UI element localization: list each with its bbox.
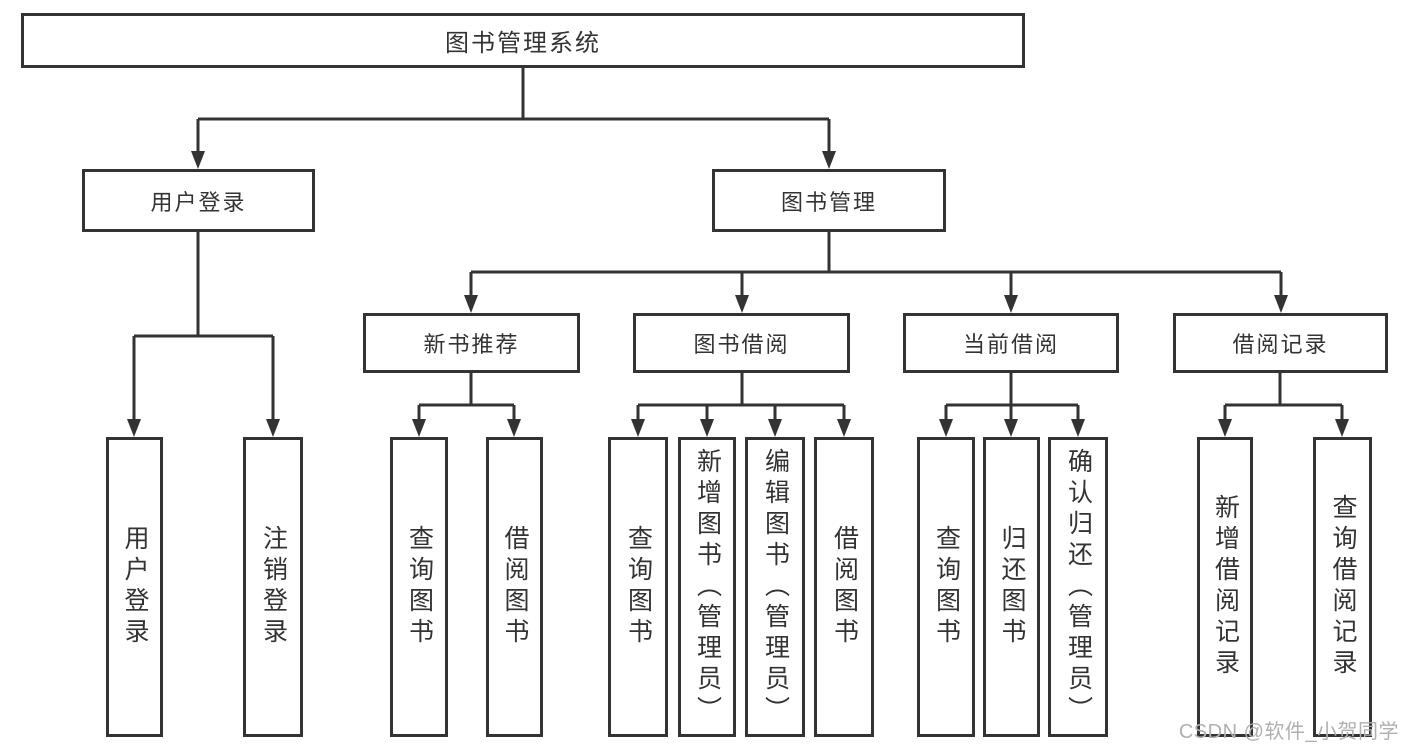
leaf-query-books-current-label: 查询图书 [932, 525, 961, 649]
node-new-book-recommend-label: 新书推荐 [423, 332, 520, 357]
watermark: CSDN @软件_小贺同学 [1178, 721, 1399, 743]
node-book-borrow: 图书借阅 [633, 313, 850, 373]
leaf-add-book-admin: 新增图书（管理员） [678, 437, 736, 737]
node-root: 图书管理系统 [21, 13, 1025, 68]
leaf-query-borrow-record-label: 查询借阅记录 [1329, 494, 1357, 680]
leaf-query-books-borrow-label: 查询图书 [624, 525, 653, 649]
leaf-edit-book-admin: 编辑图书（管理员） [745, 437, 805, 737]
leaf-query-books-current: 查询图书 [917, 437, 975, 737]
node-user-login: 用户登录 [82, 169, 315, 232]
leaf-borrow-books: 借阅图书 [814, 437, 874, 737]
leaf-borrow-books-label: 借阅图书 [830, 525, 859, 649]
leaf-borrow-books-recommend-label: 借阅图书 [501, 525, 529, 649]
node-book-management: 图书管理 [712, 169, 946, 232]
leaf-add-borrow-record-label: 新增借阅记录 [1211, 494, 1240, 680]
node-borrow-records-label: 借阅记录 [1232, 332, 1329, 357]
leaf-query-books-recommend: 查询图书 [390, 437, 448, 737]
leaf-borrow-books-recommend: 借阅图书 [486, 437, 543, 737]
leaf-query-borrow-record: 查询借阅记录 [1313, 437, 1372, 737]
leaf-edit-book-admin-label: 编辑图书（管理员） [761, 447, 790, 727]
leaf-return-book-label: 归还图书 [998, 525, 1026, 649]
node-book-management-label: 图书管理 [780, 189, 877, 215]
leaf-query-books-borrow: 查询图书 [608, 437, 668, 737]
leaf-logout-label: 注销登录 [259, 525, 288, 649]
node-current-borrow-label: 当前借阅 [962, 332, 1059, 357]
node-current-borrow: 当前借阅 [903, 313, 1119, 373]
node-new-book-recommend: 新书推荐 [363, 313, 580, 373]
leaf-query-books-recommend-label: 查询图书 [405, 525, 434, 649]
node-book-borrow-label: 图书借阅 [693, 332, 790, 357]
leaf-logout: 注销登录 [243, 437, 303, 737]
leaf-add-book-admin-label: 新增图书（管理员） [693, 447, 722, 727]
node-user-login-label: 用户登录 [150, 189, 247, 215]
leaf-return-book: 归还图书 [983, 437, 1040, 737]
leaf-confirm-return-admin: 确认归还（管理员） [1048, 437, 1108, 737]
leaf-add-borrow-record: 新增借阅记录 [1197, 437, 1253, 737]
leaf-user-login: 用户登录 [106, 437, 163, 737]
leaf-confirm-return-admin-label: 确认归还（管理员） [1064, 447, 1093, 727]
node-root-label: 图书管理系统 [445, 30, 601, 57]
node-borrow-records: 借阅记录 [1173, 313, 1388, 373]
leaf-user-login-label: 用户登录 [121, 525, 149, 649]
